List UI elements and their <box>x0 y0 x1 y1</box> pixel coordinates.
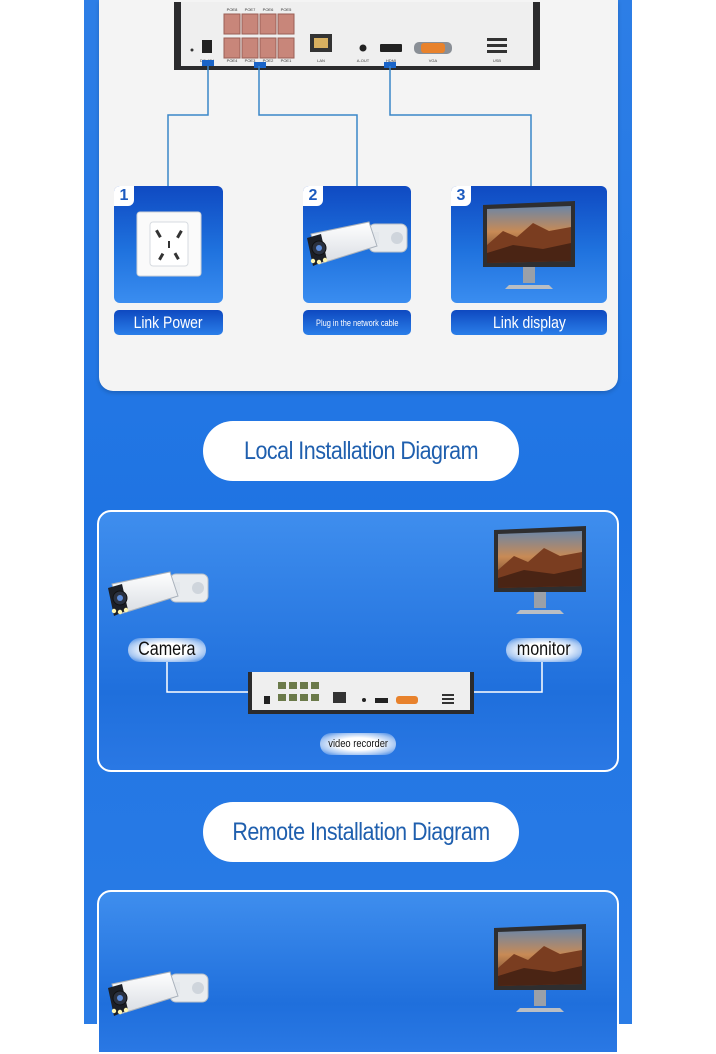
camera-icon <box>306 221 408 267</box>
poe-port <box>223 37 241 59</box>
port-label-usb: USB <box>493 58 502 63</box>
poe-port <box>241 13 259 35</box>
poe-port <box>277 37 295 59</box>
monitor-label: monitor <box>506 638 582 662</box>
port-label-vga: VGA <box>429 58 438 63</box>
port-label-hdmi: HDMI <box>386 58 396 63</box>
step-card-power: 1 <box>114 186 223 303</box>
port-label-poe: POE6 <box>263 7 274 12</box>
step-label-network: Plug in the network cable <box>303 310 411 335</box>
monitor-icon <box>494 924 586 1012</box>
remote-heading: Remote Installation Diagram <box>232 817 490 846</box>
remote-heading-pill <box>203 802 519 862</box>
step-label-power: Link Power <box>114 310 223 335</box>
step-card-camera: 2 <box>303 186 411 303</box>
step-number: 1 <box>114 186 134 206</box>
step-card-monitor: 3 <box>451 186 607 303</box>
local-heading: Local Installation Diagram <box>244 436 478 465</box>
monitor-icon <box>494 526 586 614</box>
step-number: 2 <box>303 186 323 206</box>
port-label-aout: A-OUT <box>357 58 370 63</box>
port-label-poe: POE1 <box>281 58 292 63</box>
local-connector-lines <box>166 662 543 693</box>
port-label-lan: LAN <box>317 58 325 63</box>
camera-icon <box>107 971 209 1017</box>
camera-label: Camera <box>128 638 206 662</box>
poe-port <box>277 13 295 35</box>
camera-icon <box>107 571 209 617</box>
port-label-poe: POE7 <box>245 7 256 12</box>
step-number: 3 <box>451 186 471 206</box>
poe-port <box>259 37 277 59</box>
nvr-rear-panel: DC 48V POE8POE4POE7POE3POE6POE2POE5POE1 … <box>174 2 540 70</box>
connector-lines <box>167 66 532 186</box>
step-label-display: Link display <box>451 310 607 335</box>
recorder-label: video recorder <box>320 733 396 755</box>
port-label-poe: POE4 <box>227 58 238 63</box>
port-label-poe: POE8 <box>227 7 238 12</box>
power-socket-icon <box>136 211 202 277</box>
monitor-icon <box>483 201 575 289</box>
poe-port <box>241 37 259 59</box>
video-recorder-icon <box>248 672 474 714</box>
poe-port <box>259 13 277 35</box>
port-label-poe: POE2 <box>263 58 274 63</box>
port-label-poe: POE5 <box>281 7 292 12</box>
port-label-poe: POE3 <box>245 58 256 63</box>
local-heading-pill <box>203 421 519 481</box>
poe-port <box>223 13 241 35</box>
